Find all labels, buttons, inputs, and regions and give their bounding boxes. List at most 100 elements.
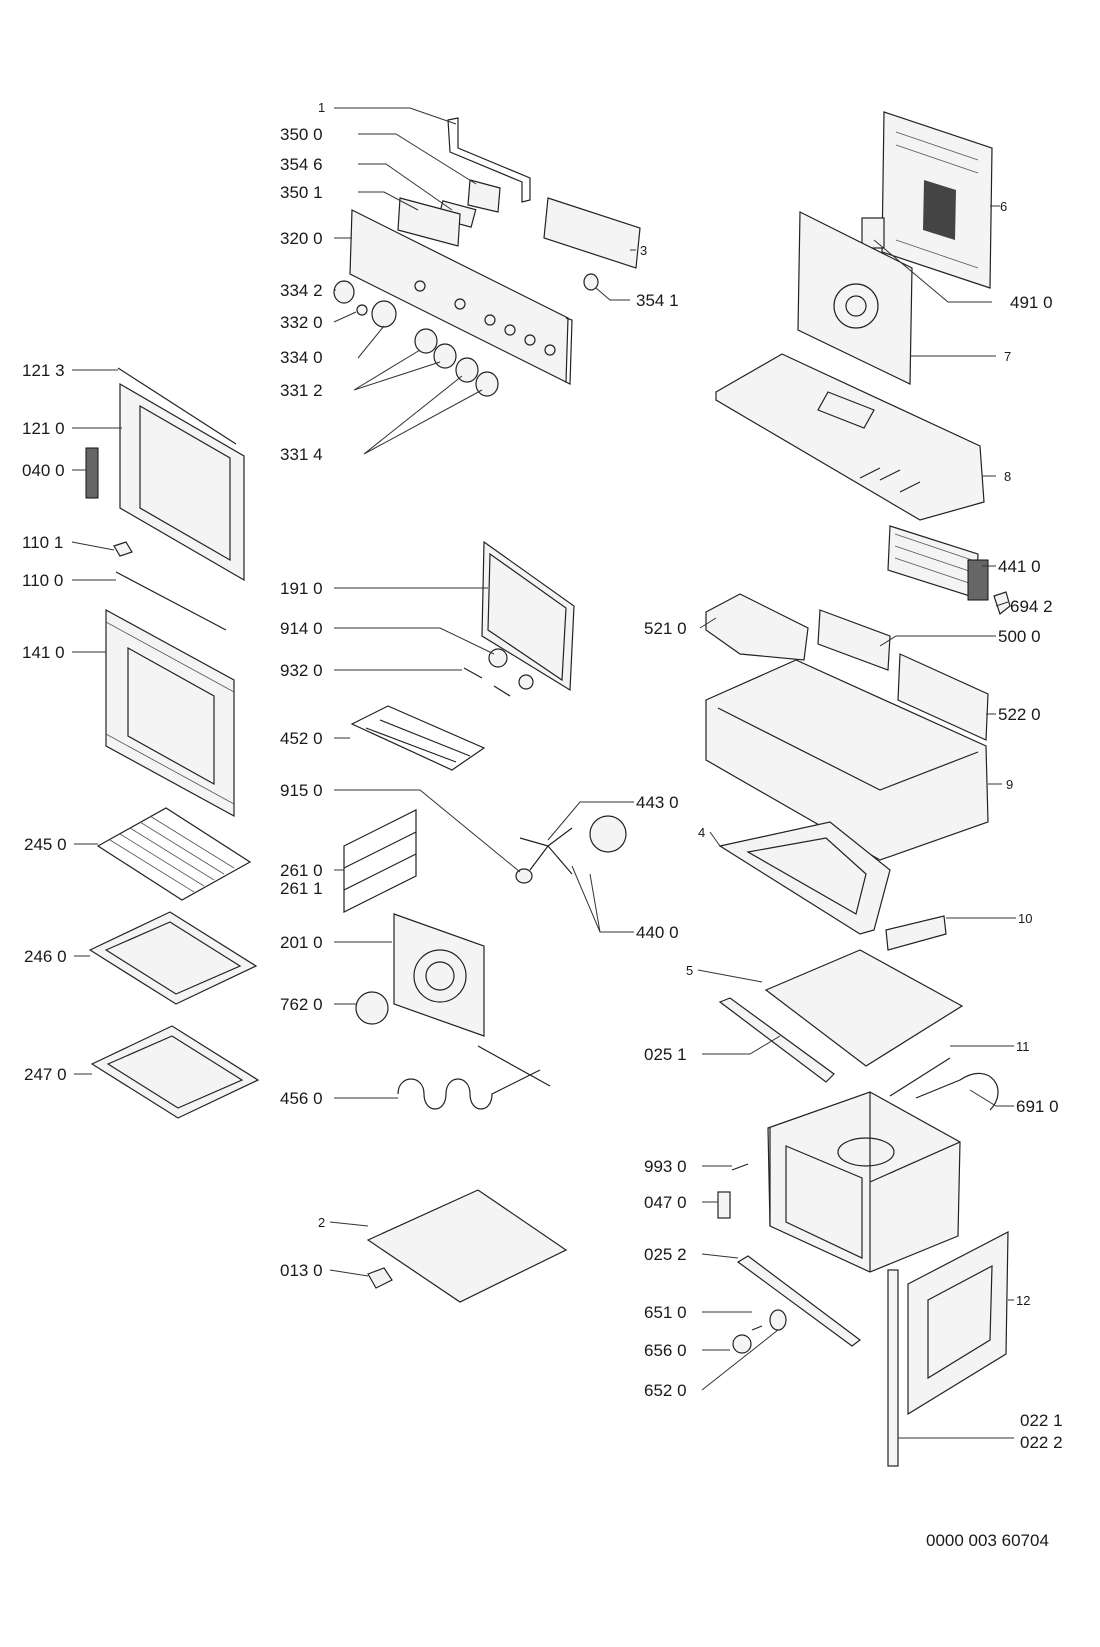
part-9140-bulb-holder <box>488 648 508 668</box>
label-1100: 110 0 <box>22 571 63 590</box>
label-0222: 022 2 <box>1020 1433 1063 1452</box>
part-2-bottom-plate <box>366 1189 568 1303</box>
part-3500-board <box>467 179 501 213</box>
label-6910: 691 0 <box>1016 1097 1059 1116</box>
part-1410-outer-door <box>105 608 235 818</box>
part-3312-knob-a <box>414 328 438 354</box>
label-0221: 022 1 <box>1020 1411 1063 1430</box>
drawing-code: 0000 003 60704 <box>926 1531 1049 1550</box>
label-0400: 040 0 <box>22 461 65 480</box>
part-12-side-panel <box>907 1231 1009 1416</box>
label-3312: 331 2 <box>280 381 323 400</box>
part-2010-back-cover <box>393 913 485 1037</box>
label-0470: 047 0 <box>644 1193 687 1212</box>
label-12: 12 <box>1016 1293 1030 1308</box>
control-panel-group <box>333 117 641 397</box>
part-9-tray <box>705 659 989 861</box>
part-6942-thermostat <box>993 591 1011 616</box>
part-4410-tangential-fan <box>887 525 979 599</box>
label-2010: 201 0 <box>280 933 323 952</box>
label-6520: 652 0 <box>644 1381 687 1400</box>
label-2470: 247 0 <box>24 1065 67 1084</box>
label-4430: 443 0 <box>636 793 679 812</box>
label-5210: 521 0 <box>644 619 687 638</box>
label-3314: 331 4 <box>280 445 323 464</box>
label-10: 10 <box>1018 911 1032 926</box>
part-5220-module <box>897 653 989 741</box>
label-2450: 245 0 <box>24 835 67 854</box>
label-4910: 491 0 <box>1010 293 1053 312</box>
part-0252-rail <box>736 1255 861 1347</box>
part-3501-display <box>397 197 461 247</box>
label-5: 5 <box>686 963 693 978</box>
part-1210-inner-door <box>119 382 245 582</box>
part-6510-screw <box>751 1325 763 1331</box>
cavity-parts-group <box>343 540 627 1303</box>
label-9320: 932 0 <box>280 661 323 680</box>
label-8: 8 <box>1004 469 1011 484</box>
label-7: 7 <box>1004 349 1011 364</box>
label-9150: 915 0 <box>280 781 323 800</box>
part-3340-knob <box>371 300 397 328</box>
part-9930-screw <box>731 1163 749 1171</box>
part-2470-deep-tray <box>90 1025 260 1119</box>
part-0470-latch <box>717 1191 731 1219</box>
rear-top-group <box>715 111 1011 616</box>
part-4910-relay <box>861 217 885 249</box>
part-1-bracket <box>447 117 531 203</box>
part-0130-foot <box>367 1267 393 1289</box>
label-5000: 500 0 <box>998 627 1041 646</box>
label-3200: 320 0 <box>280 229 323 248</box>
part-3320-shaft <box>356 304 368 316</box>
part-2610-side-rack <box>343 809 417 913</box>
label-3546: 354 6 <box>280 155 323 174</box>
label-1: 1 <box>318 100 325 115</box>
label-3: 3 <box>640 243 647 258</box>
part-3312-knob-b <box>433 343 457 369</box>
leader-lines <box>71 107 1016 1439</box>
label-1213: 121 3 <box>22 361 65 380</box>
part-9320-spring <box>463 667 511 697</box>
label-3340: 334 0 <box>280 348 323 367</box>
label-0252: 025 2 <box>644 1245 687 1264</box>
label-7620: 762 0 <box>280 995 323 1014</box>
label-1101: 110 1 <box>22 533 63 552</box>
part-6520-lamp-holder <box>769 1309 787 1331</box>
label-2460: 246 0 <box>24 947 67 966</box>
label-1410: 141 0 <box>22 643 65 662</box>
part-5210-bracket <box>705 593 809 661</box>
part-4400-fan-motor <box>589 815 627 853</box>
label-9930: 993 0 <box>644 1157 687 1176</box>
label-1910: 191 0 <box>280 579 323 598</box>
label-6942: 694 2 <box>1010 597 1053 616</box>
part-1213-strip <box>117 367 237 445</box>
part-10-bracket <box>885 915 947 951</box>
label-4410: 441 0 <box>998 557 1041 576</box>
part-11-rod <box>889 1057 951 1097</box>
label-4520: 452 0 <box>280 729 323 748</box>
part-9150-bushing <box>515 868 533 884</box>
label-2: 2 <box>318 1215 325 1230</box>
racks-group <box>88 807 260 1119</box>
label-9140: 914 0 <box>280 619 323 638</box>
part-3314-knob-b <box>475 371 499 397</box>
label-3501: 350 1 <box>280 183 323 202</box>
label-0251: 025 1 <box>644 1045 687 1064</box>
label-3541: 354 1 <box>636 291 679 310</box>
part-7620-lamp-glass <box>355 991 389 1025</box>
label-0130: 013 0 <box>280 1261 323 1280</box>
part-0221-strip <box>887 1269 899 1467</box>
label-4: 4 <box>698 825 705 840</box>
part-2450-wire-rack <box>96 807 252 901</box>
base-group <box>718 949 999 1111</box>
part-2460-tray <box>88 911 258 1005</box>
label-1210: 121 0 <box>22 419 65 438</box>
electronics-group <box>705 593 989 951</box>
part-4430-fan-blade <box>519 827 573 875</box>
part-6560-lamp-cover <box>732 1334 752 1354</box>
part-0251-rail <box>718 997 835 1083</box>
label-4400: 440 0 <box>636 923 679 942</box>
part-5-bottom-plate <box>764 949 964 1067</box>
label-6560: 656 0 <box>644 1341 687 1360</box>
